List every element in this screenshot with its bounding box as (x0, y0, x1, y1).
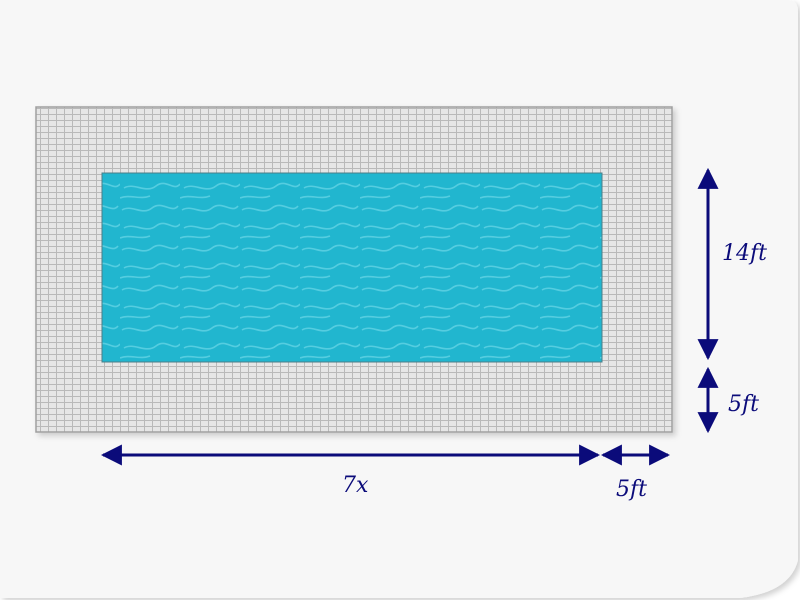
pool-length-label: 7x (342, 473, 369, 498)
deck-right-label: 5ft (616, 477, 647, 502)
deck-bottom-label: 5ft (728, 392, 759, 417)
pool-water (101, 172, 603, 363)
pool-width-label: 14ft (722, 241, 767, 266)
